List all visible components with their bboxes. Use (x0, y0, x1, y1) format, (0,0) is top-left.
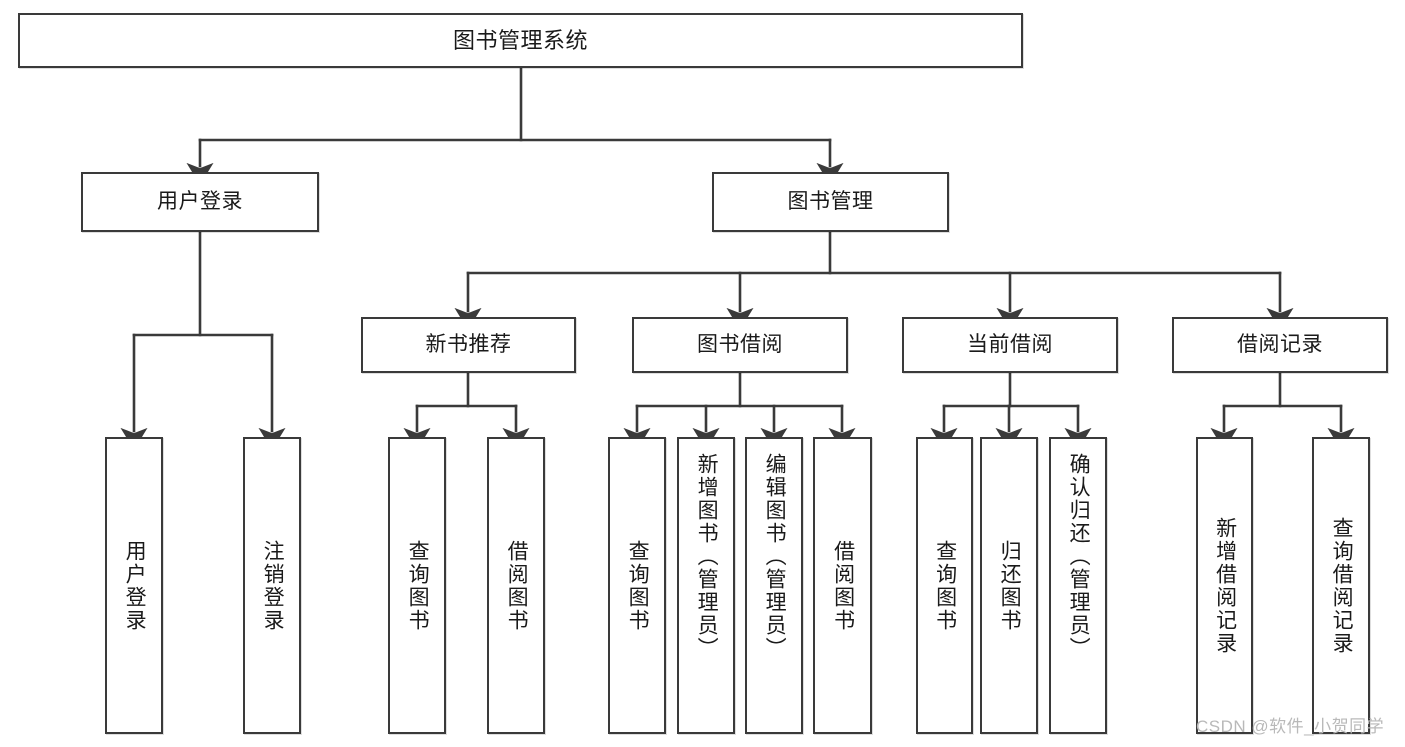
node-label: 当前借阅 (967, 332, 1053, 356)
node-label: 确认归还（管理员） (1067, 453, 1091, 660)
node-label: 新增图书（管理员） (695, 453, 719, 660)
node-label: 编辑图书（管理员） (763, 453, 787, 660)
node-new-book-recommend[interactable]: 新书推荐 (361, 317, 576, 373)
node-root-system[interactable]: 图书管理系统 (18, 13, 1023, 68)
leaf-return-book[interactable]: 归还图书 (980, 437, 1038, 734)
node-label: 查询图书 (406, 539, 430, 632)
leaf-borrow-book-borrow[interactable]: 借阅图书 (813, 437, 872, 734)
leaf-add-borrow-record[interactable]: 新增借阅记录 (1196, 437, 1253, 734)
node-label: 查询图书 (933, 539, 957, 632)
node-label: 用户登录 (123, 539, 147, 632)
leaf-query-book-borrow[interactable]: 查询图书 (608, 437, 666, 734)
leaf-confirm-return-admin[interactable]: 确认归还（管理员） (1049, 437, 1107, 734)
leaf-user-login[interactable]: 用户登录 (105, 437, 163, 734)
csdn-watermark: CSDN @软件_小贺同学 (1196, 717, 1385, 736)
node-label: 查询图书 (626, 539, 650, 632)
node-label: 归还图书 (998, 539, 1022, 632)
node-label: 图书管理系统 (452, 27, 588, 53)
node-book-management[interactable]: 图书管理 (712, 172, 949, 232)
leaf-logout[interactable]: 注销登录 (243, 437, 301, 734)
leaf-edit-book-admin[interactable]: 编辑图书（管理员） (745, 437, 803, 734)
node-user-login[interactable]: 用户登录 (81, 172, 319, 232)
node-label: 用户登录 (157, 189, 243, 213)
node-label: 新增借阅记录 (1213, 516, 1237, 655)
node-label: 图书借阅 (697, 332, 783, 356)
node-borrow-record[interactable]: 借阅记录 (1172, 317, 1388, 373)
node-label: 借阅记录 (1237, 332, 1323, 356)
node-label: 图书管理 (787, 189, 874, 213)
node-label: 借阅图书 (505, 539, 529, 632)
leaf-query-book-newbook[interactable]: 查询图书 (388, 437, 446, 734)
node-current-borrow[interactable]: 当前借阅 (902, 317, 1118, 373)
node-book-borrow[interactable]: 图书借阅 (632, 317, 848, 373)
node-label: 注销登录 (261, 539, 285, 632)
node-label: 查询借阅记录 (1330, 516, 1354, 655)
leaf-query-borrow-record[interactable]: 查询借阅记录 (1312, 437, 1370, 734)
leaf-add-book-admin[interactable]: 新增图书（管理员） (677, 437, 735, 734)
node-label: 借阅图书 (831, 539, 855, 632)
leaf-query-book-current[interactable]: 查询图书 (916, 437, 973, 734)
leaf-borrow-book-newbook[interactable]: 借阅图书 (487, 437, 545, 734)
node-label: 新书推荐 (425, 332, 512, 356)
